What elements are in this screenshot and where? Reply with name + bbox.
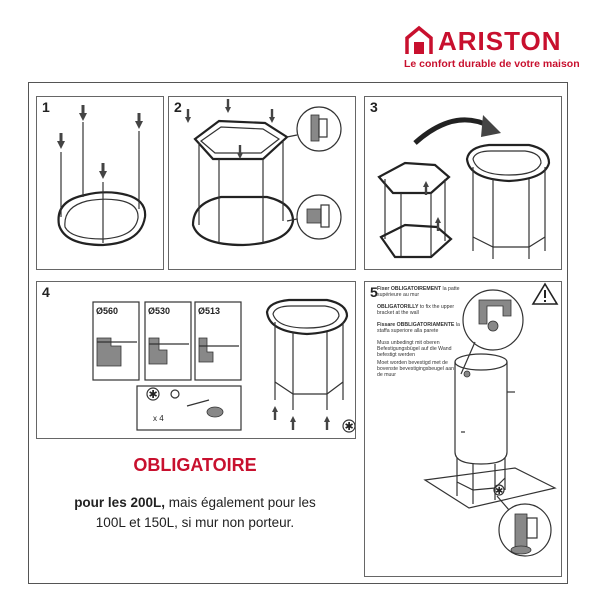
- step-panel-3: 3: [364, 96, 562, 270]
- instruction-en: OBLIGATORILLY to fix the upper bracket a…: [377, 304, 455, 317]
- step-number: 2: [174, 99, 182, 115]
- stand-legs-illustration: [57, 105, 147, 247]
- step-panel-4: 4 ✱ ✱ Ø560 Ø530 Ø513 x: [36, 281, 356, 439]
- asterisk-icon: ✱: [149, 389, 158, 401]
- mandatory-headline: OBLIGATOIRE: [133, 455, 257, 475]
- arrow-up-icon: [423, 181, 441, 231]
- asterisk-icon: ✱: [345, 421, 354, 433]
- mandatory-description: pour les 200L, mais également pour les 1…: [74, 495, 316, 530]
- diameter-label-513: Ø513: [198, 306, 221, 316]
- wall-bracket-illustration: ✱: [423, 282, 559, 557]
- diameter-label-530: Ø530: [148, 306, 171, 316]
- stand-assembly-illustration: [185, 99, 342, 247]
- brand-logo: ARISTON Le confort durable de votre mais…: [404, 24, 580, 72]
- instruction-fr: Fixer OBLIGATOIREMENT la patte supérieur…: [377, 286, 460, 299]
- instruction-it: Fissare OBBLIGATORIAMENTE la staffa supe…: [377, 322, 460, 335]
- step-number: 4: [42, 284, 50, 300]
- ring-diameter-illustration: ✱ ✱: [92, 298, 356, 433]
- capacity-highlight: pour les 200L,: [74, 495, 165, 510]
- stand-flip-illustration: [377, 115, 551, 259]
- instruction-nl: Moet worden bevestigd met de bovenste be…: [377, 360, 455, 379]
- curved-arrow-icon: [413, 117, 493, 145]
- step-panel-2: 2: [168, 96, 356, 270]
- warning-icon: [531, 282, 559, 305]
- step-number: 3: [370, 99, 378, 115]
- screw-count: x 4: [153, 414, 164, 423]
- step-panel-5: 5 ✱ Fixer OBLIGATOIREM: [364, 281, 562, 577]
- arrow-up-icon: [272, 406, 330, 430]
- house-logo-icon: [405, 25, 433, 54]
- step-number: 1: [42, 99, 50, 115]
- brand-tagline: Le confort durable de votre maison: [404, 58, 580, 70]
- step-number: 5: [370, 284, 378, 300]
- instruction-sheet-frame: [28, 82, 568, 584]
- step-panel-1: 1: [36, 96, 164, 270]
- arrow-down-icon: [185, 99, 275, 159]
- brand-name: ARISTON: [438, 26, 562, 56]
- instruction-de: Muss unbedingt mit oberen Befestigungsbü…: [377, 340, 452, 359]
- diameter-label-560: Ø560: [96, 306, 119, 316]
- arrow-down-icon: [57, 105, 143, 179]
- asterisk-icon: ✱: [495, 486, 503, 497]
